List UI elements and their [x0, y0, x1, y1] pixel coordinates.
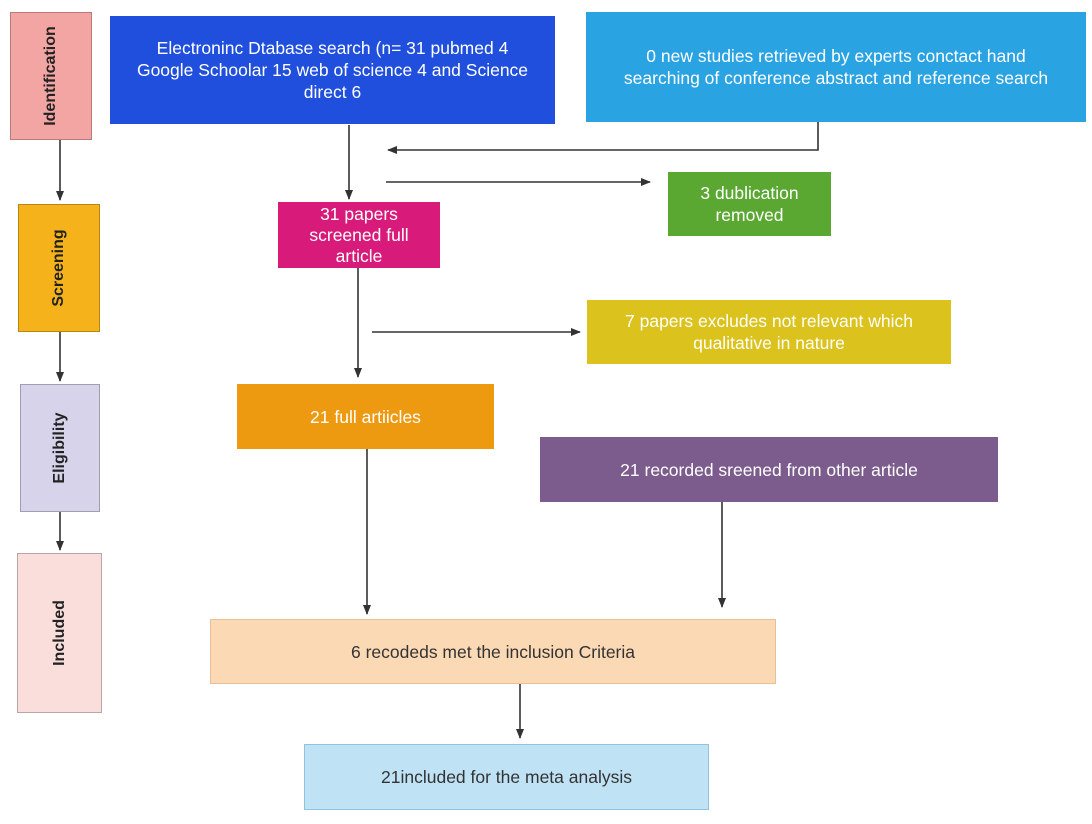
- other-article-text: 21 recorded sreened from other article: [620, 459, 918, 480]
- inclusion-text: 6 recodeds met the inclusion Criteria: [350, 641, 636, 662]
- screened-box: 31 papers screened full article: [278, 202, 440, 268]
- duplication-box: 3 dublication removed: [668, 172, 831, 236]
- phase-included: Included: [17, 553, 102, 713]
- arrow-expert-feed: [387, 122, 819, 154]
- expert-studies-box: 0 new studies retrieved by experts conct…: [586, 12, 1086, 122]
- full-articles-text: 21 full artiicles: [310, 406, 421, 427]
- meta-analysis-box: 21included for the meta analysis: [304, 744, 709, 810]
- screened-text: 31 papers screened full article: [309, 203, 409, 266]
- duplication-text: 3 dublication removed: [700, 183, 799, 225]
- database-search-text: Electroninc Dtabase search (n= 31 pubmed…: [136, 38, 529, 102]
- excluded-box: 7 papers excludes not relevant which qua…: [587, 300, 951, 364]
- phase-identification: Identification: [10, 12, 92, 140]
- database-search-box: Electroninc Dtabase search (n= 31 pubmed…: [110, 16, 555, 124]
- other-article-box: 21 recorded sreened from other article: [540, 437, 998, 502]
- excluded-text: 7 papers excludes not relevant which qua…: [625, 311, 913, 353]
- inclusion-box: 6 recodeds met the inclusion Criteria: [210, 619, 776, 684]
- expert-studies-text: 0 new studies retrieved by experts conct…: [623, 46, 1049, 88]
- phase-eligibility: Eligibility: [20, 384, 100, 512]
- meta-analysis-text: 21included for the meta analysis: [381, 767, 632, 787]
- phase-screening: Screening: [18, 204, 100, 332]
- full-articles-box: 21 full artiicles: [237, 384, 494, 449]
